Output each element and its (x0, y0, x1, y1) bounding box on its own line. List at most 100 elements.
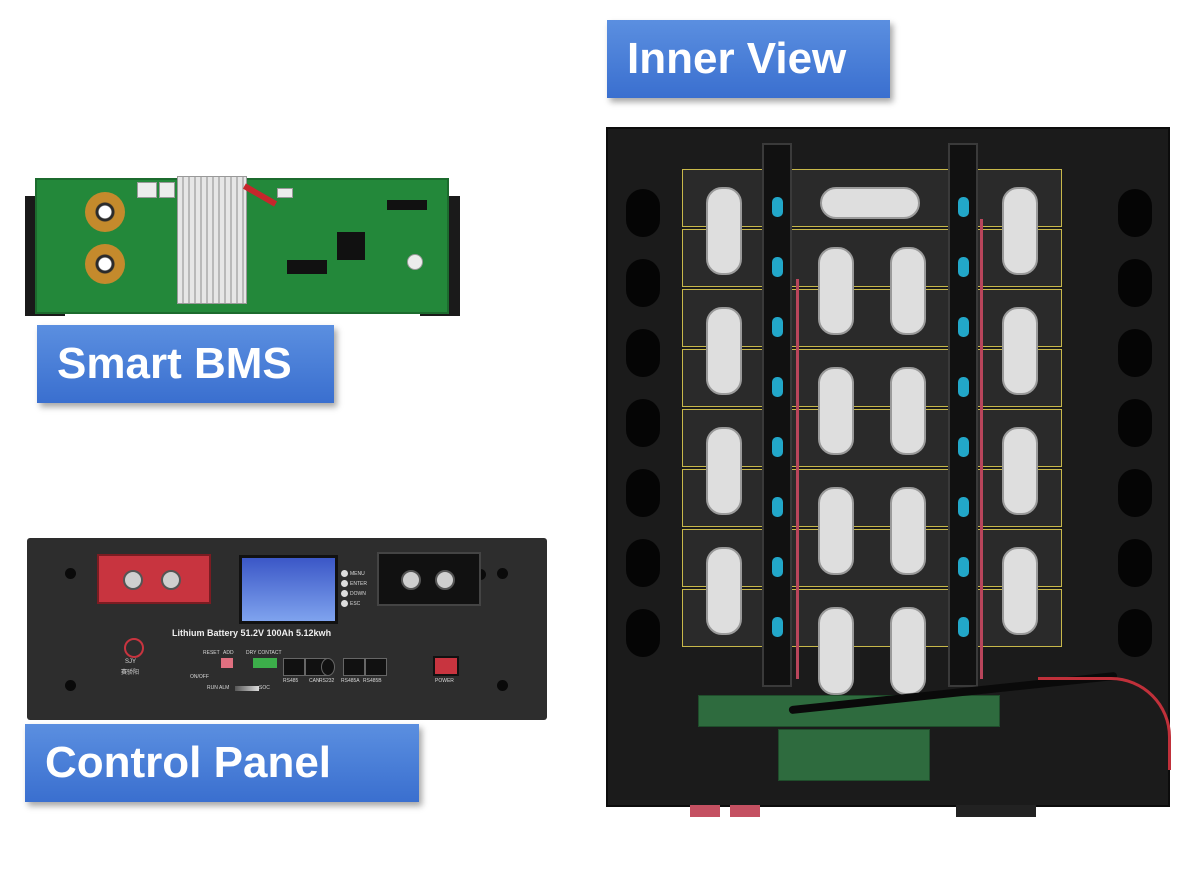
mount-hole (497, 568, 508, 579)
positive-terminal-foot (730, 805, 760, 817)
smart-bms-label: Smart BMS (37, 325, 334, 403)
busbar (818, 247, 854, 335)
terminal-bolt (435, 570, 455, 590)
esc-button (341, 600, 348, 607)
control-panel-photo: MENU ENTER DOWN ESC Lithium Battery 51.2… (27, 538, 547, 720)
cell-clip (772, 557, 783, 577)
rs485b-label: RS485B (363, 678, 382, 684)
microcontroller-chip (337, 232, 365, 260)
busbar (706, 187, 742, 275)
cell-clip (772, 317, 783, 337)
cell-clip (958, 497, 969, 517)
busbar (1002, 547, 1038, 635)
soc-indicator (235, 686, 259, 691)
vent-slot (626, 539, 660, 587)
cell-clip (958, 317, 969, 337)
positive-terminal-foot (690, 805, 720, 817)
terminal-bolt (401, 570, 421, 590)
bms-pcb (35, 176, 449, 314)
cell-clip (958, 377, 969, 397)
cell-row (682, 589, 1062, 647)
busbar (818, 367, 854, 455)
on-off-label: ON/OFF (190, 674, 209, 680)
power-switch (433, 656, 459, 676)
cell-row (682, 349, 1062, 407)
cell-row (682, 229, 1062, 287)
cell-clip (958, 437, 969, 457)
cell-clip (772, 197, 783, 217)
vent-slot (626, 399, 660, 447)
cell-clip (958, 197, 969, 217)
brand-name: SJY (125, 659, 137, 665)
busbar (1002, 307, 1038, 395)
vent-slot (1118, 399, 1152, 447)
rs232-port (321, 658, 335, 676)
dry-contact-label: DRY CONTACT (246, 650, 282, 656)
cell-clip (772, 617, 783, 637)
busbar (890, 247, 926, 335)
positive-terminal (97, 554, 211, 604)
cell-row (682, 469, 1062, 527)
cell-row (682, 409, 1062, 467)
down-label: DOWN (350, 591, 366, 597)
dry-contact-connector (253, 658, 277, 668)
mount-hole (65, 680, 76, 691)
enter-label: ENTER (350, 581, 367, 587)
cell-clip (958, 257, 969, 277)
hold-down-strap (762, 143, 792, 687)
vent-slot (1118, 539, 1152, 587)
vent-slot (626, 329, 660, 377)
cell-row (682, 289, 1062, 347)
ic-chip (287, 260, 327, 274)
esc-label: ESC (350, 601, 361, 607)
brand-name-cn: 赛骄阳 (121, 670, 140, 676)
bms-board-photo (25, 176, 460, 326)
rs485-port (283, 658, 305, 676)
enter-button (341, 580, 348, 587)
cell-row (682, 529, 1062, 587)
busbar (706, 547, 742, 635)
control-panel-label: Control Panel (25, 724, 419, 802)
busbar (1002, 187, 1038, 275)
mount-hole (65, 568, 76, 579)
cell-clip (772, 257, 783, 277)
mount-hole (497, 680, 508, 691)
busbar (818, 607, 854, 695)
inner-view-label: Inner View (607, 20, 890, 98)
busbar (820, 187, 920, 219)
can-label: CAN (309, 678, 320, 684)
vent-slot (626, 469, 660, 517)
down-button (341, 590, 348, 597)
lcd-display (239, 555, 338, 624)
cell-clip (958, 617, 969, 637)
menu-button (341, 570, 348, 577)
inductor-coil (85, 192, 125, 232)
soc-label: SOC (259, 685, 270, 691)
menu-label: MENU (350, 571, 365, 577)
vent-slot (1118, 609, 1152, 657)
negative-terminal-foot (956, 805, 1036, 817)
dip-switch (221, 658, 233, 668)
busbar (890, 367, 926, 455)
busbar (890, 607, 926, 695)
vent-slot (1118, 189, 1152, 237)
add-label: ADD (223, 650, 234, 656)
vent-slot (1118, 469, 1152, 517)
vent-slot (626, 259, 660, 307)
cell-clip (772, 497, 783, 517)
vent-slot (626, 609, 660, 657)
red-wire (242, 183, 278, 207)
cell-clip (772, 377, 783, 397)
hold-down-strap (948, 143, 978, 687)
busbar (818, 487, 854, 575)
product-label: Lithium Battery 51.2V 100Ah 5.12kwh (172, 628, 332, 638)
rs485b-port (365, 658, 387, 676)
vent-slot (626, 189, 660, 237)
terminal-block (137, 182, 157, 198)
terminal-bolt (123, 570, 143, 590)
inner-view-photo (606, 127, 1171, 817)
rs232-label: RS232 (319, 678, 335, 684)
brand-logo (124, 638, 144, 658)
alm-label: ALM (219, 685, 230, 691)
busbar (890, 487, 926, 575)
